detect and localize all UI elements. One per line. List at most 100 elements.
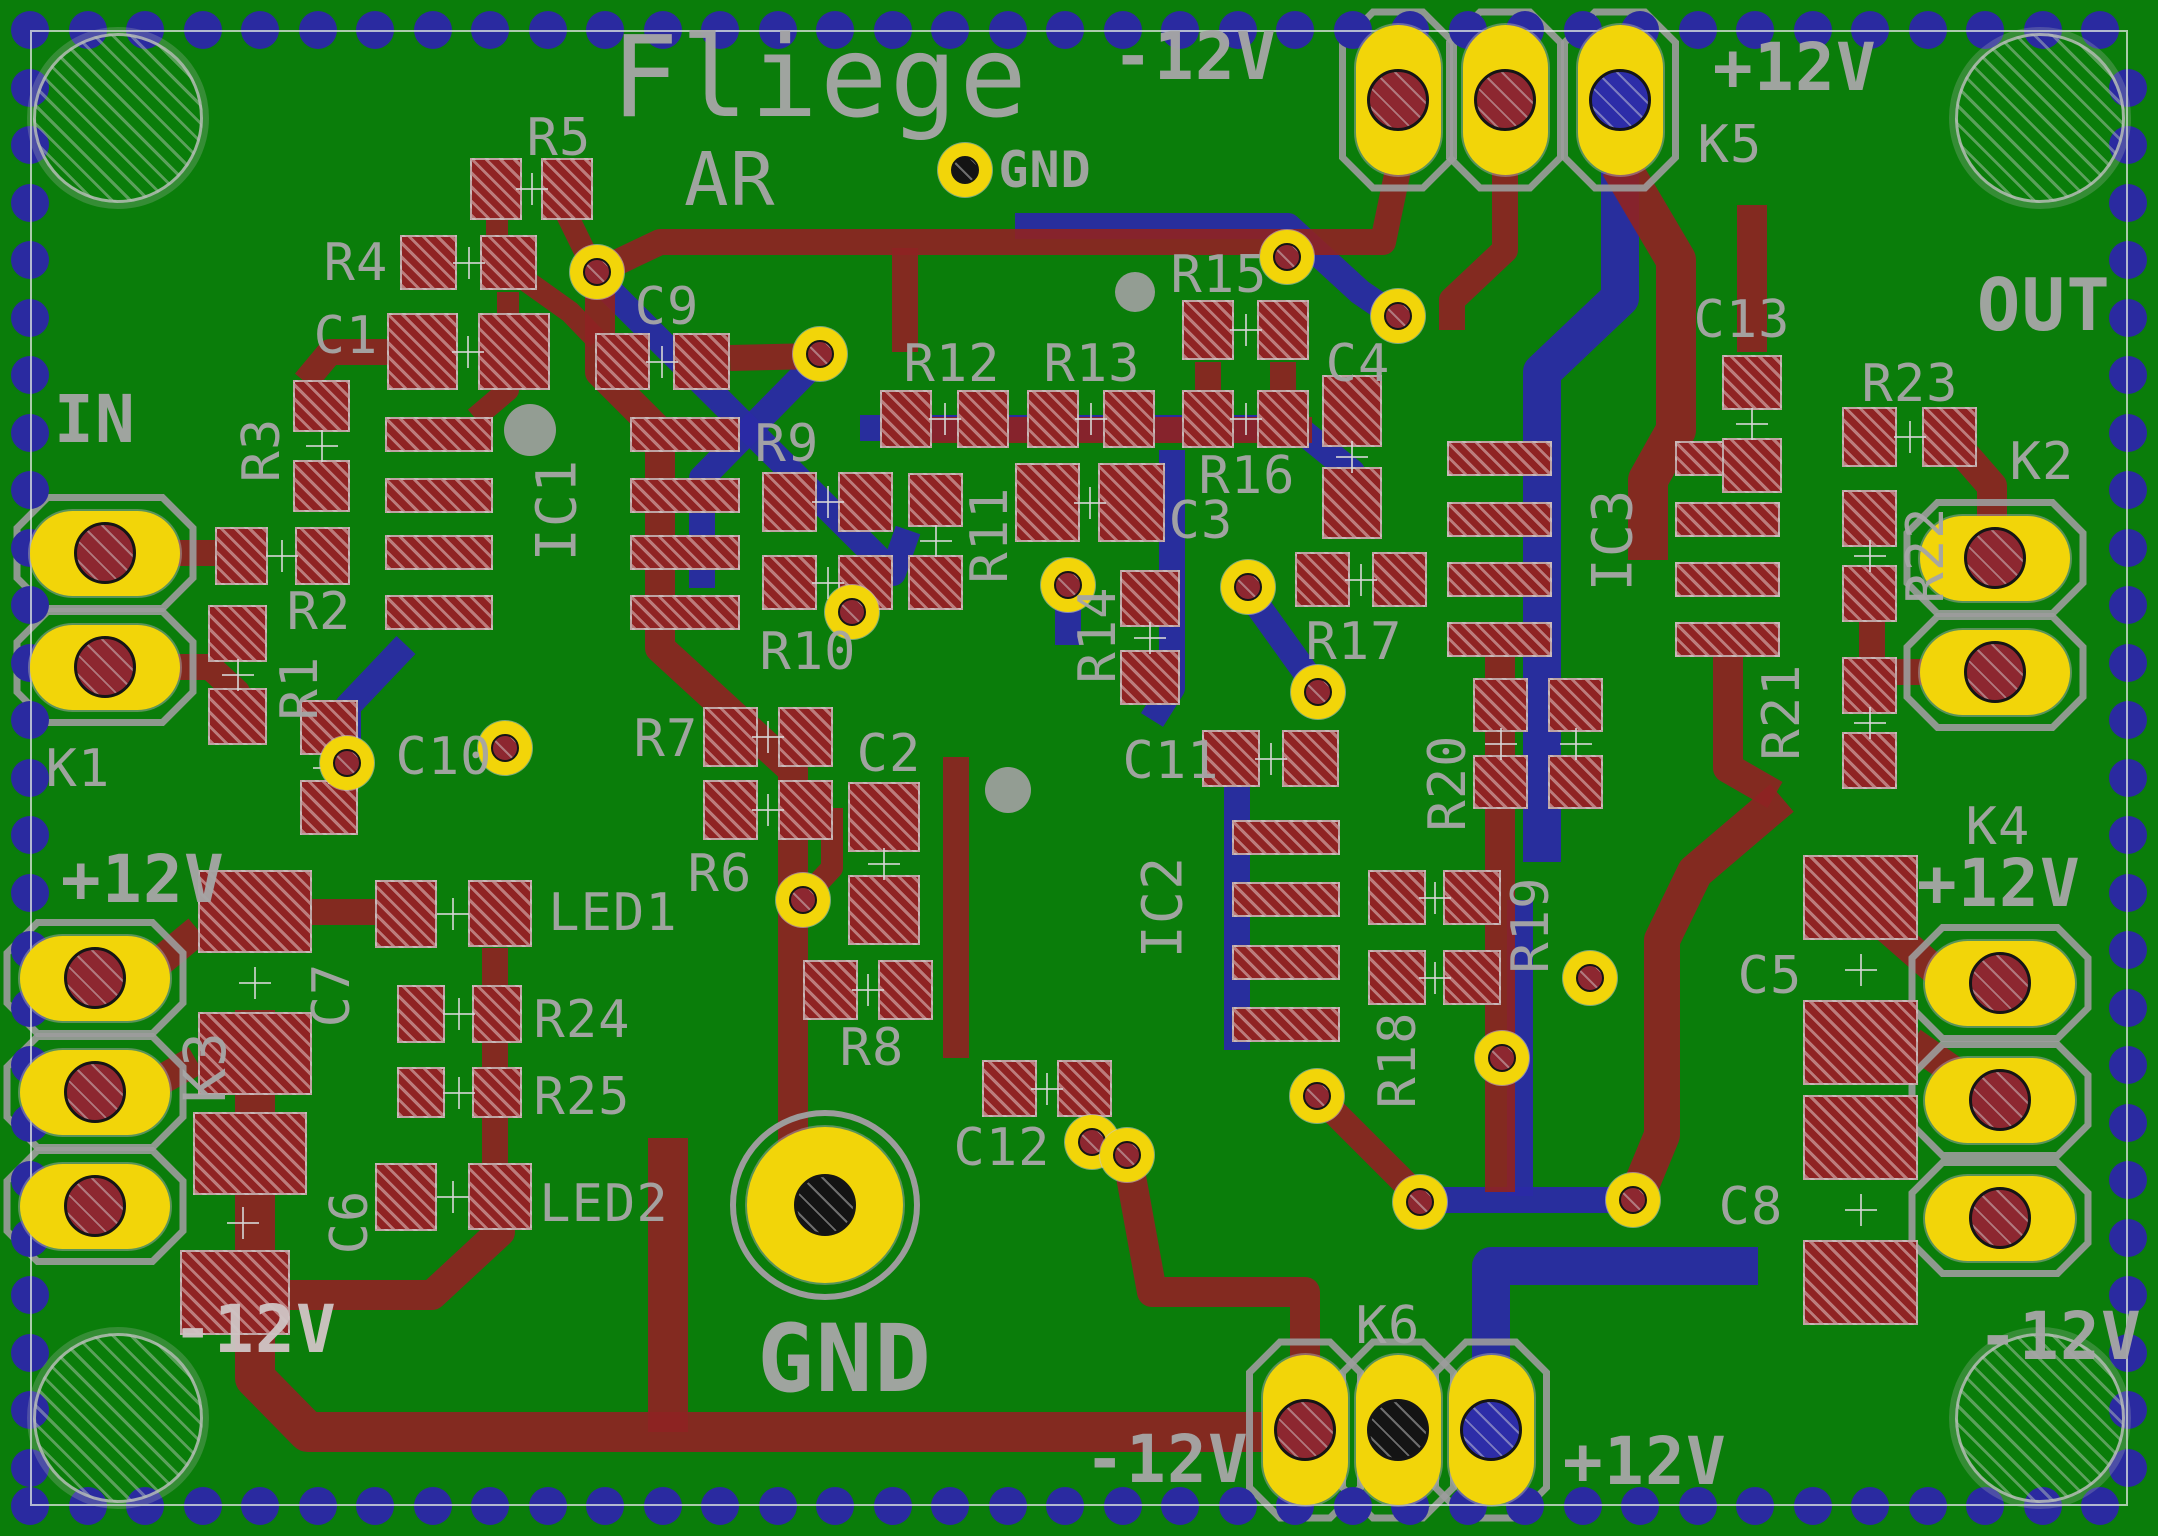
board-outline bbox=[30, 30, 2128, 1506]
board-edge-dot bbox=[2109, 701, 2147, 739]
smd-pad-IC1 bbox=[385, 417, 493, 452]
component-origin-C13 bbox=[1736, 408, 1768, 440]
board-edge-dot bbox=[1218, 1487, 1257, 1525]
smd-pad-R5 bbox=[470, 158, 522, 220]
connector-pad-outline bbox=[1903, 613, 2087, 731]
board-edge-dot bbox=[2109, 1333, 2147, 1372]
board-edge-dot bbox=[758, 1487, 797, 1525]
board-edge-dot bbox=[2109, 413, 2147, 452]
via bbox=[1221, 560, 1275, 614]
smd-pad-R5 bbox=[541, 158, 593, 220]
via-hole bbox=[1488, 1044, 1516, 1072]
board-edge-dot bbox=[2109, 816, 2147, 854]
component-origin-C1 bbox=[452, 335, 485, 368]
via bbox=[938, 143, 992, 197]
smd-pad-IC3 bbox=[1447, 502, 1552, 537]
smd-pad-C9 bbox=[673, 333, 730, 390]
smd-pad-R18 bbox=[1443, 950, 1501, 1005]
via-hole bbox=[491, 734, 519, 762]
via bbox=[1260, 230, 1314, 284]
component-origin-R5 bbox=[515, 173, 548, 205]
connector-pad-outline bbox=[1339, 8, 1457, 192]
silk-label-LED2: LED2 bbox=[539, 1174, 669, 1234]
silk-label-C3: C3 bbox=[1168, 491, 1234, 551]
smd-pad-C12 bbox=[1057, 1060, 1112, 1117]
via bbox=[1371, 289, 1425, 343]
silk-label-C13: C13 bbox=[1693, 290, 1791, 350]
smd-pad-C6 bbox=[193, 1112, 307, 1195]
silk-label-IC3: IC3 bbox=[1580, 488, 1645, 592]
smd-pad-R15 bbox=[1257, 300, 1309, 360]
gnd-pad bbox=[747, 1127, 903, 1283]
via-hole bbox=[1304, 678, 1332, 706]
component-origin-C11 bbox=[1254, 742, 1287, 775]
connector-pad-K5 bbox=[1577, 25, 1663, 175]
smd-pad-IC3 bbox=[1675, 502, 1780, 537]
board-edge-dot bbox=[1678, 1487, 1717, 1525]
gnd-pad-outline bbox=[730, 1110, 920, 1300]
board-edge-dot bbox=[2109, 1103, 2147, 1142]
smd-pad-IC1 bbox=[385, 535, 493, 570]
component-origin-R18 bbox=[1418, 961, 1451, 994]
connector-pad-K6 bbox=[1262, 1355, 1348, 1505]
via bbox=[793, 327, 847, 381]
via bbox=[478, 721, 532, 775]
smd-pad-R22 bbox=[1842, 565, 1897, 622]
connector-pad-outline bbox=[1908, 1159, 2092, 1277]
drill-hole bbox=[794, 1174, 856, 1236]
smd-pad-R6 bbox=[778, 780, 833, 840]
silk-label-Fliege: Fliege bbox=[610, 13, 1030, 143]
board-edge-dot bbox=[2109, 586, 2147, 624]
trace-top-copper bbox=[1619, 784, 1794, 1205]
smd-pad-IC1 bbox=[630, 478, 740, 513]
board-edge-dot bbox=[1046, 1487, 1084, 1525]
component-origin-R19 bbox=[1418, 881, 1451, 914]
component-origin-C6 bbox=[226, 1207, 259, 1239]
silk-label-K2: K2 bbox=[2009, 432, 2075, 492]
smd-pad-R14 bbox=[1120, 650, 1180, 705]
drill-hole bbox=[1274, 1399, 1336, 1461]
trace-top-copper bbox=[1439, 172, 1518, 330]
component-origin-R17 bbox=[1345, 563, 1377, 596]
smd-pad-LED2 bbox=[375, 1163, 437, 1231]
smd-pad-R13 bbox=[1103, 390, 1155, 448]
silk-label-OUT: OUT bbox=[1976, 263, 2112, 347]
silk-label-C5: C5 bbox=[1737, 946, 1803, 1006]
component-origin-R1 bbox=[221, 659, 254, 691]
smd-pad-R2 bbox=[295, 527, 350, 585]
connector-pad-K1 bbox=[30, 624, 180, 710]
smd-pad-R1 bbox=[208, 605, 267, 662]
silk-label-R1: R1 bbox=[270, 655, 330, 721]
silk-label-R5: R5 bbox=[526, 108, 592, 168]
via bbox=[1100, 1128, 1154, 1182]
smd-pad-IC3 bbox=[1675, 622, 1780, 657]
board-edge-dot bbox=[471, 1487, 509, 1525]
smd-pad-IC3 bbox=[1447, 562, 1552, 597]
via bbox=[1475, 1031, 1529, 1085]
connector-pad-outline bbox=[3, 1147, 187, 1265]
smd-pad-C7 bbox=[198, 870, 312, 953]
board-edge-dot bbox=[1908, 1487, 1947, 1525]
component-origin-C3 bbox=[1073, 486, 1106, 519]
silk-label-C10: C10 bbox=[395, 727, 493, 787]
component-origin-C7 bbox=[239, 966, 271, 999]
connector-pad-K3 bbox=[20, 935, 170, 1021]
smd-pad-R25 bbox=[472, 1067, 522, 1118]
trace-top-copper bbox=[1713, 645, 1783, 809]
via bbox=[1065, 1115, 1119, 1169]
component-origin-R10 bbox=[811, 566, 844, 599]
connector-pad-K5 bbox=[1462, 25, 1548, 175]
drill-hole bbox=[1964, 527, 2026, 589]
smd-pad-R7 bbox=[778, 707, 833, 767]
silk-label-R21: R21 bbox=[1752, 663, 1812, 761]
component-origin-C5 bbox=[1844, 954, 1877, 986]
smd-pad-R21 bbox=[1842, 732, 1897, 789]
component-origin-R11 bbox=[919, 525, 952, 558]
smd-pad-C13 bbox=[1722, 438, 1782, 493]
via-hole bbox=[1384, 302, 1412, 330]
component-origin-R15 bbox=[1229, 314, 1262, 346]
silk-label-K5: K5 bbox=[1697, 115, 1763, 175]
smd-pad-C3 bbox=[1098, 463, 1165, 542]
via-hole bbox=[1576, 964, 1604, 992]
